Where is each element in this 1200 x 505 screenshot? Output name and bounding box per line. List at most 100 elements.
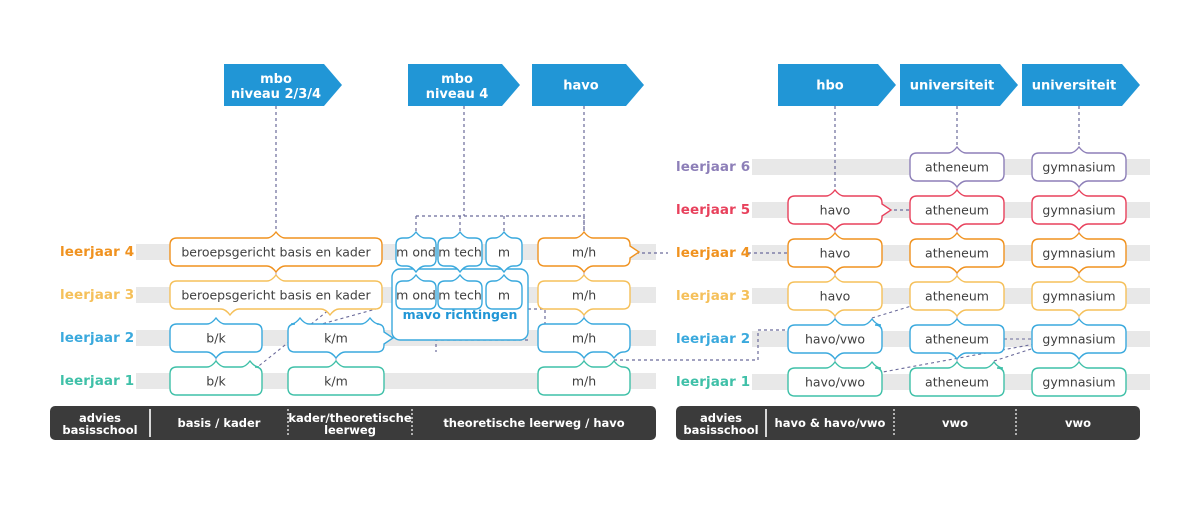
right-node[interactable]: havo [787,231,883,275]
left-year-label-3: leerjaar 2 [60,330,135,346]
bar-segment-label: vwo [1065,416,1091,430]
node-label: beroepsgericht basis en kader [181,288,371,303]
banner-havo[interactable]: havo [532,64,644,106]
row-band [136,373,656,389]
node-label: gymnasium [1042,332,1115,347]
banner-label: niveau 4 [426,87,489,102]
right-node[interactable]: gymnasium [1031,274,1127,318]
node-label: m [498,288,510,303]
right-node[interactable]: atheneum [909,188,1005,232]
node-outline [787,231,883,275]
right-node[interactable]: atheneum [909,360,1005,397]
left-node[interactable]: m tech [437,273,483,310]
right-node[interactable]: gymnasium [1031,145,1127,189]
banner-label: hbo [816,79,844,94]
right-node[interactable]: havo/vwo [787,360,883,397]
left-node[interactable]: b/k [169,359,263,396]
node-outline [909,317,1005,361]
bar-segment-label: havo & havo/vwo [775,416,886,430]
node-outline [437,230,483,274]
left-node[interactable]: b/k [169,316,263,360]
banner-uni-a[interactable]: universiteit [900,64,1018,106]
node-label: havo/vwo [805,332,865,347]
connector-line [871,338,1063,375]
node-label: gymnasium [1042,246,1115,261]
banner-hbo[interactable]: hbo [778,64,896,106]
node-outline [1031,274,1127,318]
node-outline [287,359,385,396]
node-label: havo [820,289,851,304]
right-node[interactable]: gymnasium [1031,231,1127,275]
banner-shape [408,64,520,106]
banner-label: niveau 2/3/4 [231,87,321,102]
right-node[interactable]: atheneum [909,231,1005,275]
node-outline [909,188,1005,232]
left-node[interactable]: k/m [287,316,395,360]
right-node[interactable]: atheneum [909,145,1005,189]
left-node[interactable]: beroepsgericht basis en kader [169,273,383,317]
banner-label: universiteit [1032,79,1117,94]
node-label: gymnasium [1042,160,1115,175]
node-outline [1031,317,1127,361]
left-node[interactable]: m/h [537,230,641,274]
node-outline [1031,145,1127,189]
bar-segment-label: vwo [942,416,968,430]
left-node[interactable]: k/m [287,359,385,396]
banner-label: mbo [260,72,292,87]
node-outline [787,188,893,232]
node-outline [537,316,631,360]
node-label: m ond [396,245,436,260]
node-label: atheneum [925,246,989,261]
banner-shape [224,64,342,106]
connector-line [249,308,331,374]
node-outline [395,230,437,274]
node-label: atheneum [925,160,989,175]
banner-label: havo [563,79,599,94]
right-node[interactable]: havo [787,188,893,232]
right-node[interactable]: gymnasium [1031,360,1127,397]
left-node[interactable]: m ond [395,230,437,274]
right-node[interactable]: havo/vwo [787,317,883,361]
left-node[interactable]: m ond [395,273,437,310]
node-label: atheneum [925,375,989,390]
right-node[interactable]: gymnasium [1031,317,1127,361]
left-node[interactable]: m/h [537,316,631,360]
mavo-richtingen-label: mavo richtingen [403,307,518,322]
bar-segment-label: leerweg [324,423,376,437]
node-label: atheneum [925,289,989,304]
node-label: m/h [572,374,596,389]
banner-label: universiteit [910,79,995,94]
node-outline [437,273,483,310]
left-node[interactable]: m [485,230,523,274]
node-outline [909,231,1005,275]
right-node[interactable]: gymnasium [1031,188,1127,232]
node-outline [909,274,1005,318]
node-label: havo [820,203,851,218]
left-node[interactable]: m/h [537,359,631,396]
left-node[interactable]: m [485,273,523,310]
node-outline [169,230,383,274]
left-year-label-4: leerjaar 1 [60,373,135,389]
node-outline [1031,188,1127,232]
left-node[interactable]: beroepsgericht basis en kader [169,230,383,274]
left-node[interactable]: m tech [437,230,483,274]
node-outline [537,273,631,317]
node-label: k/m [324,374,348,389]
left-node[interactable]: m/h [537,273,631,317]
node-label: b/k [206,331,226,346]
right-year-label-6: leerjaar 1 [676,374,751,390]
node-outline [1031,231,1127,275]
right-year-label-1: leerjaar 6 [676,159,751,175]
node-label: havo/vwo [805,375,865,390]
right-year-label-5: leerjaar 2 [676,331,751,347]
right-node[interactable]: atheneum [909,317,1005,361]
banner-uni-b[interactable]: universiteit [1022,64,1140,106]
node-outline [787,274,883,318]
right-node[interactable]: havo [787,274,883,318]
right-node[interactable]: atheneum [909,274,1005,318]
